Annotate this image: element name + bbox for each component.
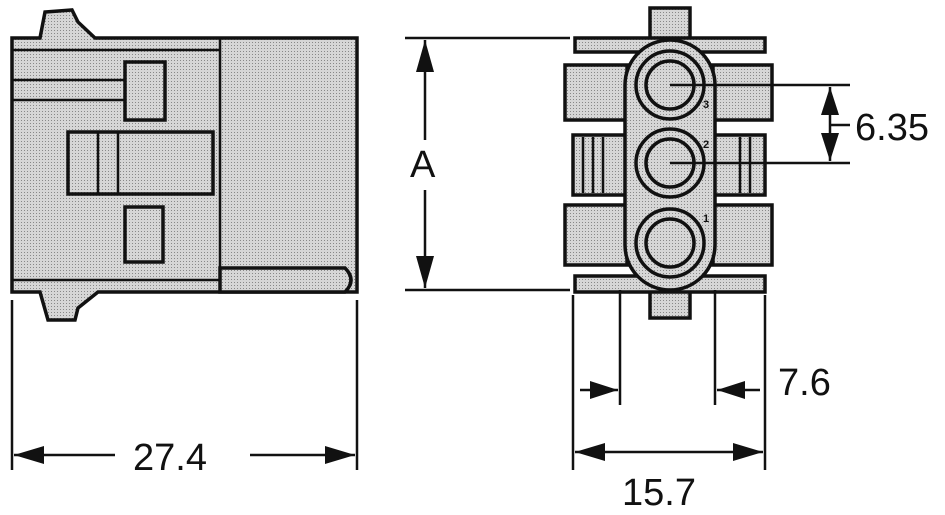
dimension-length: 27.4 [10, 300, 359, 479]
pin-label-1: 1 [703, 213, 709, 225]
pin-pitch-label: 6.35 [855, 107, 929, 149]
dimension-inner-width: 7.6 [580, 290, 831, 405]
outer-width-label: 15.7 [622, 472, 696, 514]
dimension-outer-width: 15.7 [571, 295, 767, 514]
dimension-a-label: A [410, 144, 436, 186]
pin-label-3: 3 [703, 99, 709, 111]
dimension-pin-pitch: 6.35 [670, 83, 929, 165]
dimension-a: A [405, 36, 570, 292]
front-view: 3 2 1 [563, 6, 774, 320]
length-label: 27.4 [133, 437, 207, 479]
ribs [581, 137, 752, 193]
side-view [10, 8, 359, 322]
pin-label-2: 2 [703, 139, 709, 151]
inner-width-label: 7.6 [778, 362, 831, 404]
